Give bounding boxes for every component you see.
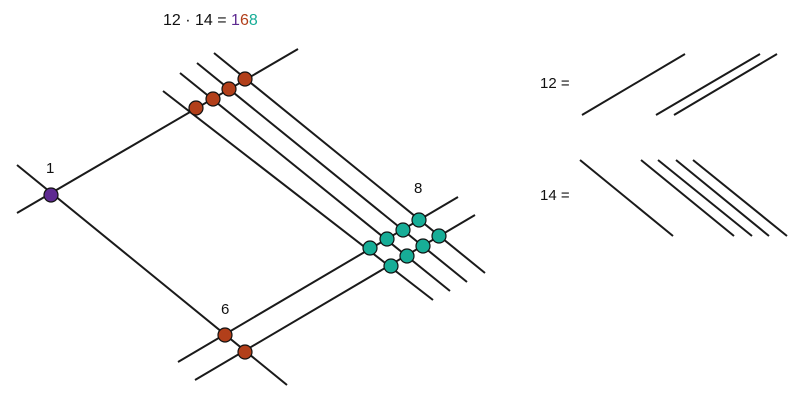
intersection-tens <box>217 327 233 343</box>
intersection-ones <box>383 258 399 274</box>
intersection-ones <box>411 212 427 228</box>
legend-14-line <box>579 159 674 237</box>
intersection-hundreds <box>43 187 59 203</box>
equation-title: 12 · 14 = 168 <box>163 12 258 30</box>
line-12-tens <box>16 48 299 214</box>
intersection-tens <box>237 344 253 360</box>
label-tens: 6 <box>221 301 230 318</box>
intersection-tens <box>188 100 204 116</box>
intersection-tens <box>221 81 237 97</box>
intersection-ones <box>362 240 378 256</box>
legend-12-line <box>581 53 686 116</box>
intersection-ones <box>379 231 395 247</box>
label-hundreds: 1 <box>46 160 55 177</box>
legend-14-label: 14 = <box>540 187 570 204</box>
digit-tens: 6 <box>239 12 249 29</box>
label-ones: 8 <box>414 180 423 197</box>
equation-left: 12 · 14 = <box>163 12 232 29</box>
digit-hundreds: 1 <box>231 12 240 29</box>
digit-ones: 8 <box>248 12 258 29</box>
legend-12-line <box>673 53 778 116</box>
intersection-tens <box>237 71 253 87</box>
legend-12-line <box>655 53 761 116</box>
legend-14-line <box>675 159 770 237</box>
intersection-ones <box>399 248 415 264</box>
intersection-ones <box>395 222 411 238</box>
intersection-ones <box>415 238 431 254</box>
legend-12-label: 12 = <box>540 75 570 92</box>
legend-14-line <box>692 159 788 237</box>
legend-14-line <box>640 159 735 237</box>
legend-14-line <box>657 159 753 237</box>
intersection-tens <box>205 91 221 107</box>
intersection-ones <box>431 228 447 244</box>
